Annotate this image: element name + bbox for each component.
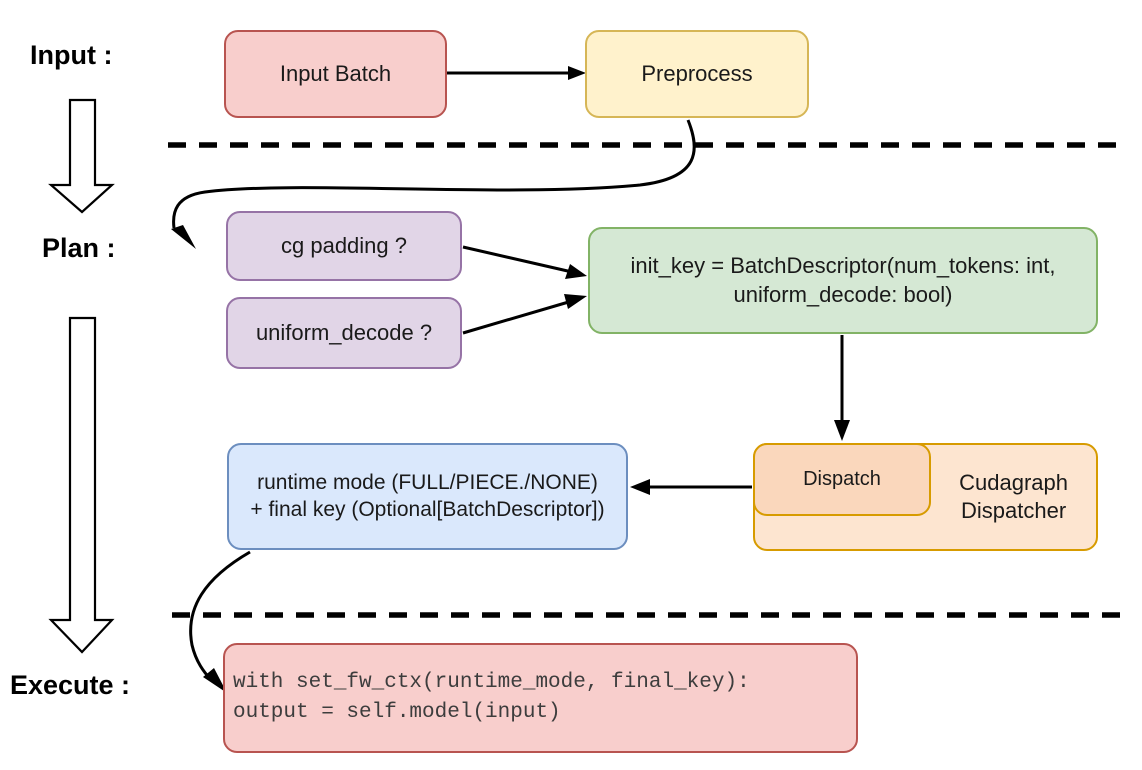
stage-label-plan: Plan : xyxy=(42,233,116,263)
node-cg-padding[interactable]: cg padding ? xyxy=(226,211,462,281)
edge-input-batch-to-preprocess xyxy=(447,66,586,80)
node-init-key[interactable]: init_key = BatchDescriptor(num_tokens: i… xyxy=(588,227,1098,334)
node-runtime-mode[interactable]: runtime mode (FULL/PIECE./NONE) + final … xyxy=(227,443,628,550)
stage-flow-arrow-1 xyxy=(48,98,115,214)
stage-flow-arrow-2 xyxy=(48,316,115,654)
node-uniform-decode[interactable]: uniform_decode ? xyxy=(226,297,462,369)
node-input-batch[interactable]: Input Batch xyxy=(224,30,447,118)
node-execute-code[interactable]: with set_fw_ctx(runtime_mode, final_key)… xyxy=(223,643,858,753)
stage-label-execute: Execute : xyxy=(10,670,131,700)
node-dispatch[interactable]: Dispatch xyxy=(753,443,931,516)
stage-label-input: Input : xyxy=(30,40,113,70)
edge-cg-padding-to-init-key xyxy=(462,245,587,279)
node-preprocess[interactable]: Preprocess xyxy=(585,30,809,118)
edge-dispatcher-to-runtime-mode xyxy=(630,479,752,495)
edge-uniform-decode-to-init-key xyxy=(462,294,587,335)
edge-init-key-to-dispatch xyxy=(834,335,850,441)
